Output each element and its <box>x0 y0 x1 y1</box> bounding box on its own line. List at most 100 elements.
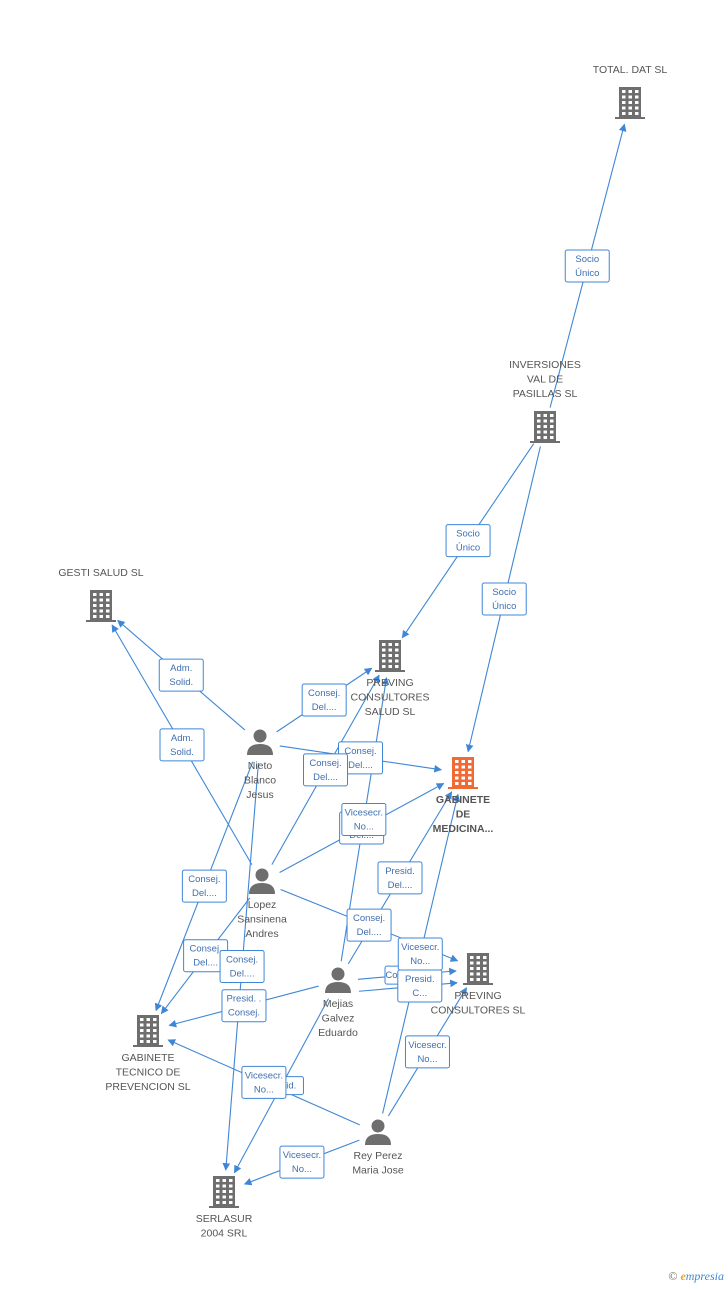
edge-label-21[interactable]: Vicesecr. No... <box>241 1065 287 1099</box>
edge-label-6[interactable]: Consej.Del.... <box>338 741 384 775</box>
edge-label-9[interactable]: Presid.Del.... <box>377 861 423 895</box>
node-gabinete_medicina[interactable]: GABINETE DE MEDICINA... <box>433 757 494 835</box>
edge-label-text: No... <box>254 1084 274 1095</box>
edge-label-text: Presid. . <box>227 994 262 1005</box>
building-icon <box>615 87 645 119</box>
edge-label-text: Presid. <box>405 974 435 985</box>
node-label: Nieto <box>248 760 273 772</box>
building-icon <box>448 757 478 789</box>
edge-label-box <box>181 869 227 903</box>
edge-label-text: Vicesecr. <box>245 1070 283 1081</box>
edge-label-box <box>397 969 443 1003</box>
edge-label-box <box>241 1065 287 1099</box>
edge-label-text: Vicesecr. <box>401 942 439 953</box>
node-label: Andres <box>245 928 278 940</box>
node-label: DE <box>456 809 471 821</box>
building-icon <box>133 1015 163 1047</box>
edge-label-text: Único <box>575 268 599 279</box>
edge-label-box <box>159 728 205 762</box>
node-label: 2004 SRL <box>201 1228 248 1240</box>
node-label: Blanco <box>244 775 276 787</box>
edge-label-text: Del.... <box>388 880 413 891</box>
node-label: Rey Perez <box>353 1150 402 1162</box>
edge-label-box <box>279 1145 325 1179</box>
node-serlasur[interactable]: SERLASUR 2004 SRL <box>196 1176 253 1240</box>
edge-label-text: Consej. <box>189 944 221 955</box>
node-label: TECNICO DE <box>116 1067 181 1079</box>
node-label: GABINETE <box>436 794 490 806</box>
edge-label-text: Único <box>456 543 480 554</box>
node-label: GESTI SALUD SL <box>58 567 143 579</box>
edge-label-19[interactable]: Consej.Del.... <box>219 950 265 984</box>
node-label: PREVENCION SL <box>105 1081 190 1093</box>
edge-label-text: Vicesecr. <box>283 1150 321 1161</box>
edge-label-text: Vicesecr. <box>345 807 383 818</box>
edge-label-text: Del.... <box>348 760 373 771</box>
node-label: Galvez <box>322 1013 355 1025</box>
node-gabinete_tecnico[interactable]: GABINETE TECNICO DE PREVENCION SL <box>105 1015 191 1093</box>
edge-label-text: Consej. <box>226 955 258 966</box>
edge-label-text: Del.... <box>192 888 217 899</box>
node-preving[interactable]: PREVING CONSULTORES SL <box>431 953 526 1017</box>
edge-label-layer: SocioÚnicoSocioÚnicoSocioÚnicoAdm.Solid.… <box>158 249 610 1179</box>
edge-label-12[interactable]: Vicesecr. No... <box>341 802 387 836</box>
node-label: PREVING <box>366 677 413 689</box>
node-label: CONSULTORES <box>351 692 430 704</box>
person-icon <box>365 1119 391 1145</box>
edge-label-text: No... <box>292 1164 312 1175</box>
edge-label-text: No... <box>354 821 374 832</box>
edge-label-7[interactable]: Consej. Del.... <box>303 753 349 787</box>
edge-label-18[interactable]: Presid. .Consej. <box>221 989 267 1023</box>
edge-label-text: Adm. <box>171 733 193 744</box>
edge-label-text: Del.... <box>313 772 338 783</box>
edge-label-box <box>219 950 265 984</box>
edge-label-box <box>564 249 610 283</box>
edge-label-box <box>221 989 267 1023</box>
edge-label-text: Adm. <box>170 663 192 674</box>
node-label: Eduardo <box>318 1027 358 1039</box>
edge-label-text: Consej. <box>309 758 341 769</box>
edge-label-text: Socio <box>492 587 516 598</box>
node-total[interactable]: TOTAL. DAT SL <box>593 64 668 119</box>
edge-label-text: Solid. <box>170 747 194 758</box>
brand-name: mpresia <box>685 1269 724 1283</box>
node-label: Mejias <box>323 998 353 1010</box>
node-label: PREVING <box>454 990 501 1002</box>
edge-label-3[interactable]: Adm.Solid. <box>158 658 204 692</box>
node-gesti[interactable]: GESTI SALUD SL <box>58 567 144 622</box>
edge-label-text: Del.... <box>193 958 218 969</box>
edge-label-box <box>377 861 423 895</box>
edge-label-box <box>481 582 527 616</box>
edge-label-11[interactable]: Consej.Del.... <box>346 908 392 942</box>
node-label: PASILLAS SL <box>513 388 578 400</box>
node-label: SERLASUR <box>196 1213 253 1225</box>
node-label: CONSULTORES SL <box>431 1005 526 1017</box>
node-label: GABINETE <box>121 1052 174 1064</box>
edge-label-22[interactable]: Vicesecr. No... <box>279 1145 325 1179</box>
edge-label-box <box>445 524 491 558</box>
edge-label-5[interactable]: Consej.Del.... <box>301 683 347 717</box>
building-icon <box>209 1176 239 1208</box>
edge-label-4[interactable]: Adm. Solid. <box>159 728 205 762</box>
edge-label-text: Del.... <box>357 927 382 938</box>
edge-label-13[interactable]: Vicesecr.No... <box>397 937 443 971</box>
brand-initial: e <box>680 1269 686 1283</box>
person-icon <box>325 967 351 993</box>
edge-label-14[interactable]: Vicesecr.No... <box>404 1035 450 1069</box>
edge-label-16[interactable]: Consej.Del.... <box>181 869 227 903</box>
edge-label-15[interactable]: Presid.C... <box>397 969 443 1003</box>
node-label: MEDICINA... <box>433 823 494 835</box>
edge-layer <box>111 123 627 1186</box>
edge-label-text: Único <box>492 601 516 612</box>
